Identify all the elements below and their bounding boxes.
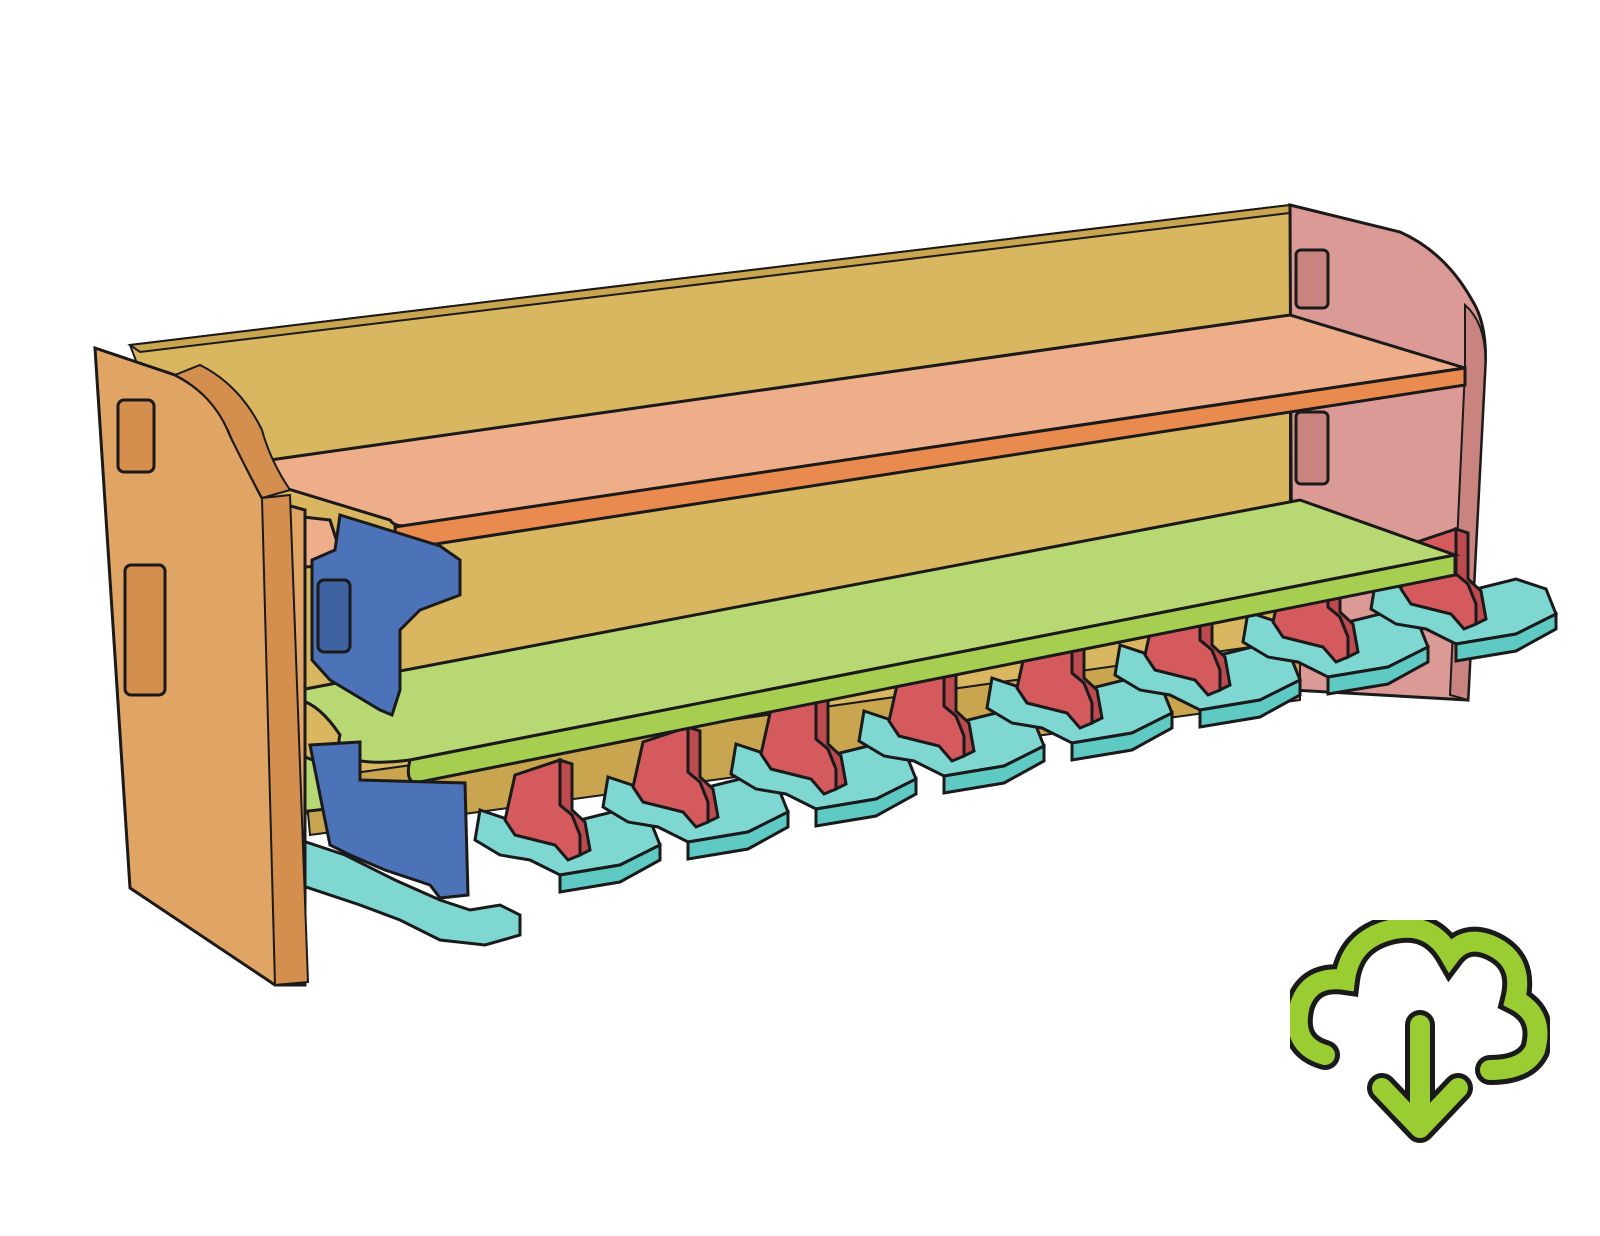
left-side-front-edge (260, 493, 310, 987)
teal-holder-edge (686, 809, 790, 861)
red-bracket-face (558, 757, 592, 858)
teal-holder-edge (942, 743, 1046, 795)
teal-holder-edge (1198, 677, 1302, 729)
red-bracket-face (686, 724, 720, 825)
download-button[interactable] (1282, 912, 1553, 1170)
teal-holder-edge (1454, 611, 1558, 663)
blue-bracket-upper (310, 513, 462, 718)
red-bracket-face (1454, 526, 1488, 627)
red-bracket-face (942, 658, 976, 759)
left-handle-hole-lower (123, 563, 167, 697)
teal-base-left (298, 837, 522, 947)
middle-shelf-edge (406, 553, 1457, 785)
teal-holder-edge (558, 842, 662, 894)
blue-bracket-slot (316, 578, 352, 654)
left-handle-hole-upper (116, 398, 156, 474)
teal-holder-edge (1326, 644, 1430, 696)
red-bracket-face (1070, 625, 1104, 726)
left-side-edge (172, 363, 292, 500)
right-handle-hole-upper (1294, 248, 1330, 310)
right-handle-hole-lower (1294, 410, 1330, 486)
teal-holder-edge (814, 776, 918, 828)
red-bracket-face (814, 691, 848, 792)
cloud-download-icon (1282, 912, 1553, 1143)
teal-holder-edge (1070, 710, 1174, 762)
blue-bracket-lower (308, 740, 470, 900)
